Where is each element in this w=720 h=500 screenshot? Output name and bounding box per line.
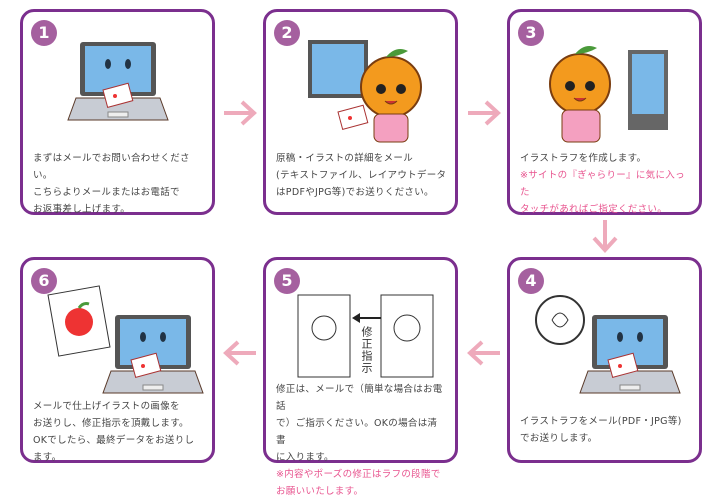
note-line: タッチがあればご指定ください。 <box>520 204 668 215</box>
text-line: こちらよりメールまたはお電話で <box>33 187 180 198</box>
step-number-badge: 2 <box>274 20 300 46</box>
step-description: イラストラフを作成します。 ※サイトの『ぎゃらりー』に気に入った タッチがあれば… <box>520 150 691 218</box>
text-line: イラストラフを作成します。 <box>520 153 647 164</box>
text-line: 修正は、メールで（簡単な場合はお電話 <box>276 384 443 412</box>
text-line: お返事差し上げます。 <box>33 204 131 215</box>
text-line: メールで仕上げイラストの画像を <box>33 401 180 412</box>
arrow-left-icon <box>467 340 500 366</box>
arrow-right-icon <box>224 100 257 126</box>
revision-label: 修正指示 <box>360 326 373 374</box>
text-line: で）ご指示ください。OKの場合は清書 <box>276 418 438 446</box>
note-line: お願いいたします。 <box>276 486 364 497</box>
step-description: 原稿・イラストの詳細をメール (テキストファイル、レイアウトデータ はPDFやJ… <box>276 150 447 201</box>
laptop-mail-illustration <box>67 41 169 121</box>
orange-character-mail-illustration <box>308 40 422 143</box>
final-illustration-laptop <box>47 285 204 394</box>
step-2-card: 2 原稿・イラストの詳細をメール (テキストファイル、レイアウトデータ はPDF… <box>263 9 458 215</box>
step-number-badge: 1 <box>31 20 57 46</box>
note-line: ※サイトの『ぎゃらりー』に気に入った <box>520 170 685 198</box>
step-number-badge: 3 <box>518 20 544 46</box>
step-1-card: 1 まずはメールでお問い合わせください。 こちらよりメールまたはお電話で お返事… <box>20 9 215 215</box>
step-5-card: 5 修正指示 修正は、メールで（簡単な場合はお電話 で）ご指示ください。OKの場… <box>263 257 458 497</box>
step-description: まずはメールでお問い合わせください。 こちらよりメールまたはお電話で お返事差し… <box>33 150 204 218</box>
step-4-card: 4 イラストラフをメール(PDF・JPG等) でお送りします。 <box>507 257 702 463</box>
arrow-right-icon <box>468 100 501 126</box>
arrow-down-icon <box>592 220 618 253</box>
text-line: まずはメールでお問い合わせください。 <box>33 153 190 181</box>
step-number-badge: 6 <box>31 268 57 294</box>
text-line: に入ります。 <box>276 452 334 463</box>
step-number-badge: 5 <box>274 268 300 294</box>
text-line: イラストラフをメール(PDF・JPG等) <box>520 416 682 427</box>
orange-character-drawing-illustration <box>549 45 668 143</box>
note-line: ※内容やポーズの修正はラフの段階で <box>276 469 441 480</box>
text-line: (テキストファイル、レイアウトデータ <box>276 170 447 181</box>
step-6-card: 6 メールで仕上げイラストの画像を お送りし、修正指示を頂戴します。 OKでした… <box>20 257 215 463</box>
text-line: お送りし、修正指示を頂戴します。 <box>33 418 189 429</box>
text-line: OKでしたら、最終データをお送りします。 <box>33 435 195 463</box>
text-line: 原稿・イラストの詳細をメール <box>276 153 414 164</box>
step-number-badge: 4 <box>518 268 544 294</box>
arrow-left-icon <box>223 340 256 366</box>
laptop-rough-sketch-illustration <box>535 295 681 394</box>
text-line: でお送りします。 <box>520 433 598 444</box>
step-3-card: 3 イラストラフを作成します。 ※サイトの『ぎゃらりー』に気に入った タッチがあ… <box>507 9 702 215</box>
step-description: イラストラフをメール(PDF・JPG等) でお送りします。 <box>520 413 691 447</box>
revision-instructions-illustration <box>297 294 434 378</box>
step-description: 修正は、メールで（簡単な場合はお電話 で）ご指示ください。OKの場合は清書 に入… <box>276 381 447 500</box>
text-line: はPDFやJPG等)でお送りください。 <box>276 187 434 198</box>
step-description: メールで仕上げイラストの画像を お送りし、修正指示を頂戴します。 OKでしたら、… <box>33 398 204 466</box>
